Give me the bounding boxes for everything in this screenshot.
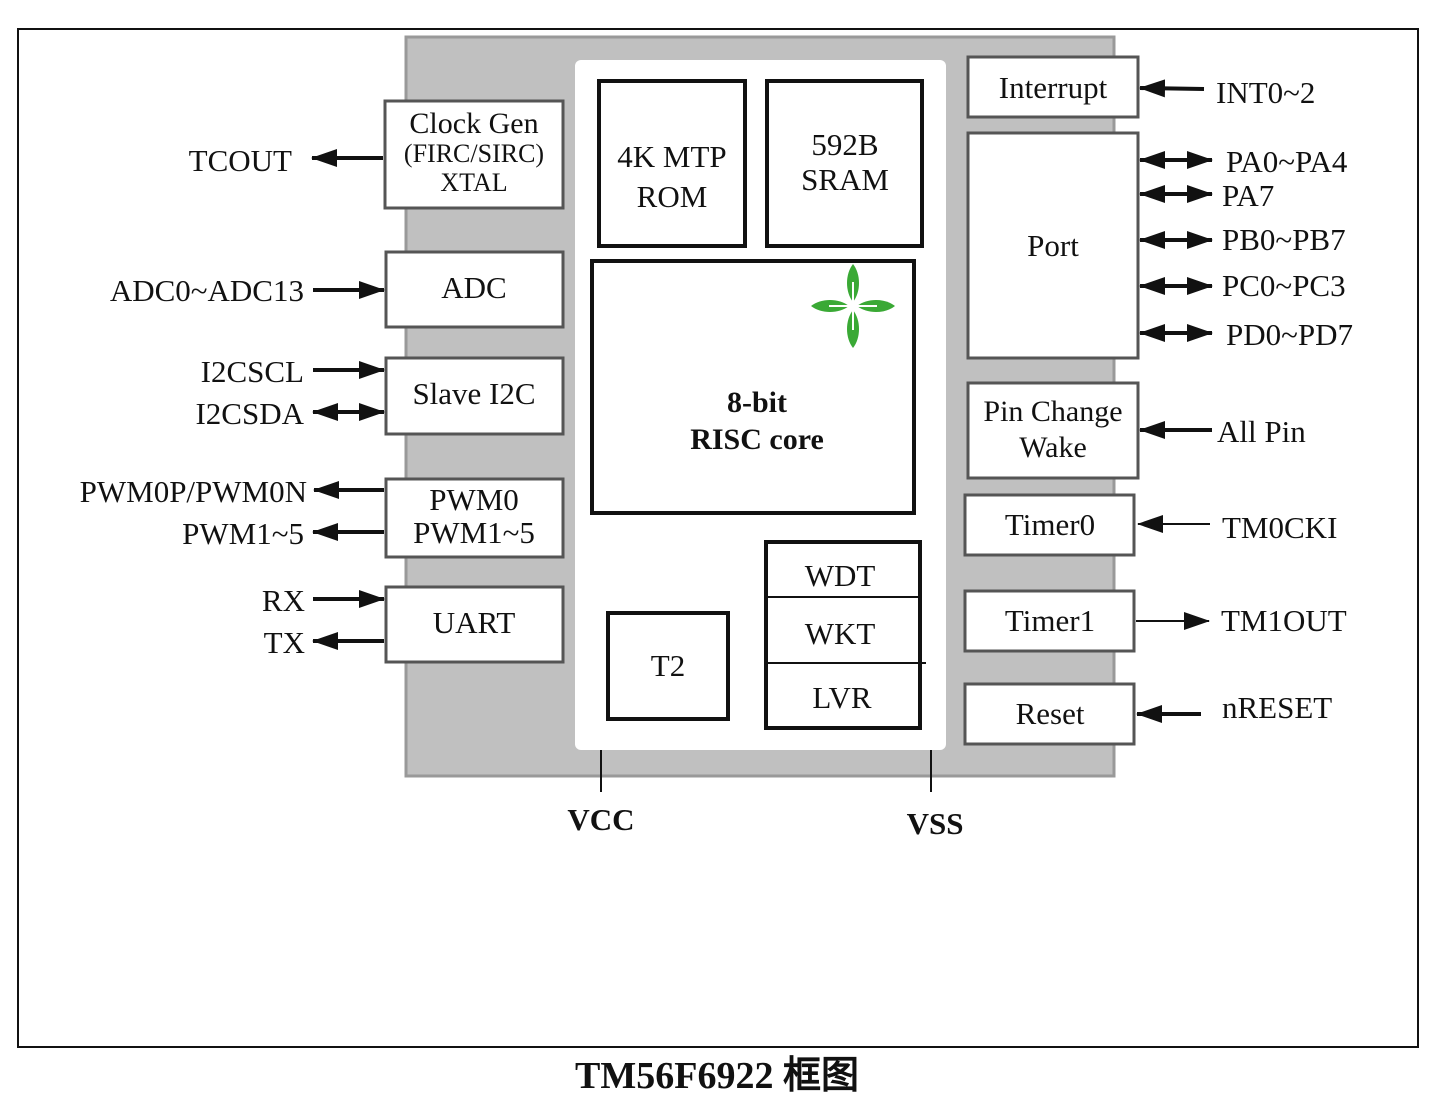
pa7-label: PA7: [1222, 178, 1274, 213]
diagram-title: TM56F6922 框图: [575, 1055, 859, 1097]
tcout-label: TCOUT: [189, 143, 292, 178]
cpu-line1: 8-bit: [727, 386, 787, 419]
lvr-label: LVR: [812, 680, 871, 715]
cpu-line2: RISC core: [690, 423, 824, 456]
vcc-label: VCC: [567, 802, 634, 837]
adc-signal-label: ADC0~ADC13: [110, 273, 304, 308]
timer1-block: Timer1: [963, 589, 1136, 653]
pwm-line1: PWM0: [429, 482, 519, 517]
uart-label: UART: [433, 605, 516, 640]
pwm15-signal-label: PWM1~5: [182, 516, 304, 551]
t2-block: T2: [606, 611, 730, 721]
timer0-block: Timer0: [963, 493, 1136, 557]
i2csda-label: I2CSDA: [195, 396, 304, 431]
clock-gen-line3: XTAL: [440, 168, 507, 197]
wkt-label: WKT: [805, 616, 876, 651]
pd-label: PD0~PD7: [1226, 317, 1353, 352]
sram-line2: SRAM: [801, 162, 889, 197]
reset-block: Reset: [963, 682, 1136, 746]
i2cscl-label: I2CSCL: [201, 354, 304, 389]
vss-label: VSS: [907, 806, 964, 841]
sram-line1: 592B: [811, 127, 878, 162]
reset-label: Reset: [1016, 696, 1085, 731]
port-label: Port: [1027, 228, 1079, 263]
rom-block: 4K MTP ROM: [597, 79, 747, 248]
tm1out-label: TM1OUT: [1221, 603, 1347, 638]
timer1-label: Timer1: [1005, 603, 1095, 638]
clock-gen-line1: Clock Gen: [409, 107, 538, 140]
clock-gen-block: Clock Gen (FIRC/SIRC) XTAL: [383, 99, 565, 210]
pwm-block: PWM0 PWM1~5: [384, 477, 565, 559]
nreset-label: nRESET: [1222, 690, 1332, 725]
slave-i2c-block: Slave I2C: [384, 356, 565, 436]
pc-label: PC0~PC3: [1222, 268, 1346, 303]
pin-change-wake-block: Pin Change Wake: [966, 381, 1140, 480]
timer0-label: Timer0: [1005, 507, 1095, 542]
allpin-label: All Pin: [1217, 414, 1306, 449]
pcw-line2: Wake: [1019, 431, 1087, 464]
pa04-label: PA0~PA4: [1226, 144, 1348, 179]
sram-block: 592B SRAM: [765, 79, 924, 248]
interrupt-label: Interrupt: [999, 70, 1108, 105]
wdt-label: WDT: [805, 558, 876, 593]
rx-label: RX: [262, 583, 305, 618]
pwm0-signal-label: PWM0P/PWM0N: [80, 474, 307, 509]
diagram-frame: [17, 28, 1419, 1048]
uart-block: UART: [384, 585, 565, 664]
int-arrow: [1139, 79, 1205, 98]
tm0cki-label: TM0CKI: [1222, 510, 1337, 545]
clock-gen-line2: (FIRC/SIRC): [404, 139, 544, 168]
slave-i2c-label: Slave I2C: [412, 376, 535, 411]
pcw-line1: Pin Change: [983, 395, 1122, 428]
port-block: Port: [966, 131, 1140, 360]
adc-label: ADC: [441, 270, 506, 305]
interrupt-block: Interrupt: [966, 55, 1140, 119]
rom-line1: 4K MTP: [617, 139, 726, 174]
t2-label: T2: [651, 648, 685, 683]
pb-label: PB0~PB7: [1222, 222, 1346, 257]
cpu-block: 8-bit RISC core: [590, 259, 916, 515]
fan-logo-icon: [811, 264, 895, 348]
tx-label: TX: [264, 625, 305, 660]
rom-line2: ROM: [637, 179, 708, 214]
wdt-wkt-lvr-block: WDT WKT LVR: [764, 540, 926, 730]
adc-block: ADC: [384, 250, 565, 329]
int-label: INT0~2: [1216, 75, 1315, 110]
pwm-line2: PWM1~5: [413, 515, 535, 550]
